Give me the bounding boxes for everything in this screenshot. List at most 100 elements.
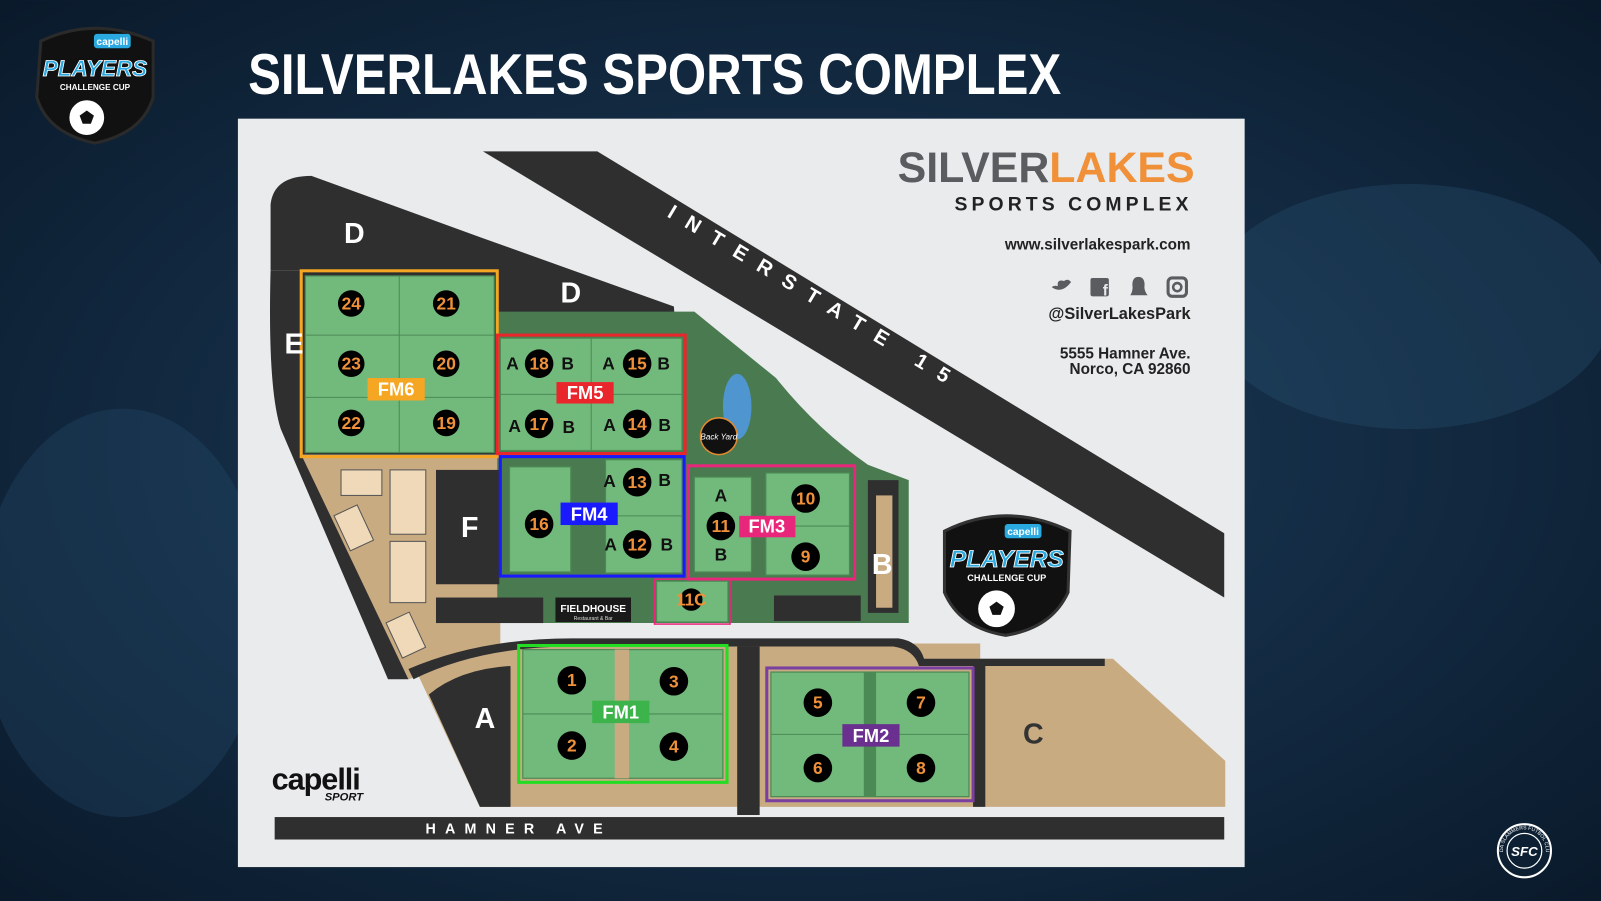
svg-text:7: 7 <box>916 693 926 713</box>
silverlakes-brand: SILVERLAKES <box>898 144 1195 192</box>
field-10[interactable]: 10 <box>791 484 820 513</box>
field-19[interactable]: 19 <box>432 409 460 437</box>
field-23[interactable]: 23 <box>337 350 365 377</box>
hamner-ave <box>274 817 1225 840</box>
field-1[interactable]: 1 <box>557 665 587 695</box>
twitter-icon[interactable] <box>1051 279 1072 290</box>
svg-text:4: 4 <box>669 737 679 757</box>
field-11c[interactable]: 11C <box>653 578 731 625</box>
svg-text:capelli: capelli <box>96 37 128 48</box>
svg-text:5: 5 <box>813 693 823 713</box>
lot-e-label: E <box>285 328 304 360</box>
lot-d-label: D <box>344 218 365 250</box>
svg-text:10: 10 <box>796 488 815 508</box>
svg-text:B: B <box>715 545 728 565</box>
svg-text:B: B <box>660 534 673 554</box>
svg-text:18: 18 <box>529 354 549 374</box>
field-11[interactable]: 11 A B <box>706 485 736 565</box>
field-group-fm3[interactable]: 11 A B 10 9 FM3 11C <box>653 464 857 625</box>
lot-d-label-2: D <box>560 277 581 309</box>
field-9[interactable]: 9 <box>791 542 820 571</box>
svg-text:PLAYERS: PLAYERS <box>950 546 1065 573</box>
field-2[interactable]: 2 <box>557 731 587 760</box>
address-line-2: Norco, CA 92860 <box>1070 361 1191 378</box>
field-16[interactable]: 16 <box>524 509 554 539</box>
field-5[interactable]: 5 <box>803 688 833 717</box>
svg-text:15: 15 <box>627 354 647 374</box>
svg-text:CHALLENGE CUP: CHALLENGE CUP <box>60 83 131 92</box>
svg-text:20: 20 <box>437 354 456 374</box>
instagram-icon[interactable] <box>1166 276 1188 298</box>
svg-text:A: A <box>602 354 615 374</box>
field-18[interactable]: 18 A B <box>506 349 574 379</box>
lot-a-label: A <box>475 703 496 735</box>
svg-text:A: A <box>508 416 521 436</box>
svg-text:17: 17 <box>529 414 548 434</box>
players-challenge-cup-map-logo: capelli PLAYERS CHALLENGE CUP <box>942 514 1072 637</box>
field-group-fm6[interactable]: 24 21 23 20 22 19 FM6 <box>299 269 499 459</box>
field-24[interactable]: 24 <box>337 290 365 317</box>
fm3-label: FM3 <box>748 516 785 537</box>
field-21[interactable]: 21 <box>432 290 460 317</box>
svg-text:19: 19 <box>437 413 456 433</box>
svg-text:A: A <box>603 471 616 491</box>
svg-text:PLAYERS: PLAYERS <box>43 56 147 81</box>
svg-text:11: 11 <box>712 516 731 536</box>
website-link[interactable]: www.silverlakespark.com <box>1004 236 1191 253</box>
svg-text:A: A <box>506 354 519 374</box>
svg-text:9: 9 <box>801 547 811 567</box>
field-20[interactable]: 20 <box>432 350 460 377</box>
field-3[interactable]: 3 <box>659 666 689 696</box>
players-challenge-cup-logo: capelli PLAYERS CHALLENGE CUP <box>35 26 155 145</box>
lot-c-area <box>975 658 1226 807</box>
social-handle: @SilverLakesPark <box>1048 305 1191 323</box>
field-22[interactable]: 22 <box>337 409 365 437</box>
svg-text:14: 14 <box>627 414 647 434</box>
svg-text:12: 12 <box>627 534 646 554</box>
field-13[interactable]: 13 A B <box>603 467 671 497</box>
svg-text:capelli: capelli <box>1007 527 1039 538</box>
svg-text:B: B <box>658 415 671 435</box>
facebook-icon[interactable] <box>1090 277 1109 297</box>
field-group-fm2[interactable]: 5 7 6 8 FM2 <box>765 666 975 803</box>
svg-text:6: 6 <box>813 758 823 778</box>
field-4[interactable]: 4 <box>659 732 689 761</box>
svg-text:21: 21 <box>437 293 457 313</box>
svg-text:B: B <box>658 470 671 490</box>
fieldhouse-logo: FIELDHOUSE Restaurant & Bar <box>555 597 632 623</box>
interstate-15 <box>482 151 1225 598</box>
field-8[interactable]: 8 <box>906 753 936 783</box>
address-line-1: 5555 Hamner Ave. <box>1060 346 1191 363</box>
snapchat-icon[interactable] <box>1130 276 1148 296</box>
svg-text:SPORTS COMPLEX: SPORTS COMPLEX <box>955 194 1193 216</box>
svg-text:A: A <box>604 534 617 554</box>
field-12[interactable]: 12 A B <box>604 530 673 559</box>
lot-f <box>435 469 500 585</box>
svg-text:SFC: SFC <box>1511 844 1538 859</box>
svg-text:2: 2 <box>567 736 577 756</box>
fm4-label: FM4 <box>571 503 609 524</box>
lot-c-label: C <box>1023 718 1044 750</box>
field-17[interactable]: 17 A B <box>508 409 575 439</box>
svg-text:13: 13 <box>627 472 647 492</box>
field-7[interactable]: 7 <box>906 688 936 717</box>
svg-text:B: B <box>561 354 574 374</box>
svg-text:A: A <box>715 485 728 505</box>
field-6[interactable]: 6 <box>803 753 833 783</box>
svg-text:1: 1 <box>567 670 577 690</box>
svg-text:SPORT: SPORT <box>325 792 365 804</box>
fm1-label: FM1 <box>602 701 639 722</box>
svg-text:B: B <box>562 417 575 437</box>
social-icons: f <box>1051 276 1188 299</box>
svg-text:f: f <box>1103 282 1109 299</box>
svg-text:HAMNER AVE: HAMNER AVE <box>426 821 612 837</box>
svg-text:CHALLENGE CUP: CHALLENGE CUP <box>967 573 1046 583</box>
svg-text:Back Yard: Back Yard <box>700 432 737 441</box>
svg-text:23: 23 <box>342 354 362 374</box>
field-group-fm1[interactable]: 1 3 2 4 FM1 <box>517 643 729 784</box>
